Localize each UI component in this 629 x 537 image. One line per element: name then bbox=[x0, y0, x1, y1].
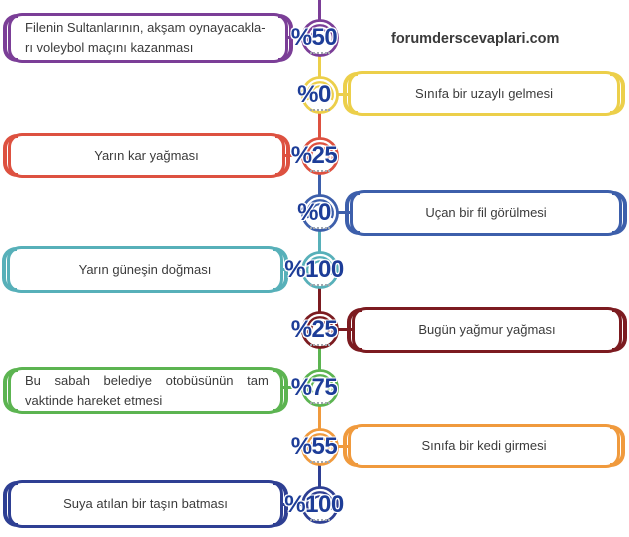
event-text: Yarın kar yağması bbox=[94, 147, 199, 163]
scroll-bracket-decoration bbox=[3, 368, 18, 413]
probability-badge bbox=[297, 365, 343, 411]
spiral-circle-icon bbox=[301, 251, 339, 289]
spiral-circle-icon bbox=[301, 76, 339, 114]
probability-badge bbox=[297, 482, 343, 528]
dotted-answer-line bbox=[310, 519, 330, 521]
event-text: Uçan bir fil görülmesi bbox=[425, 205, 547, 220]
event-text: Filenin Sultanlarının, akşam oynayacakla… bbox=[25, 20, 266, 35]
probability-badge bbox=[297, 247, 343, 293]
chain-segment bbox=[318, 270, 321, 330]
event-box: Uçan bir fil görülmesi bbox=[345, 190, 627, 236]
event-text: Bugün yağmur yağması bbox=[418, 322, 556, 337]
event-box: Yarın güneşin doğması bbox=[2, 246, 288, 293]
chain-segment bbox=[318, 156, 321, 213]
spiral-circle-icon bbox=[301, 486, 339, 524]
probability-value: %75 bbox=[290, 374, 338, 401]
probability-value: %0 bbox=[297, 81, 331, 108]
probability-value: %100 bbox=[284, 256, 344, 283]
dotted-answer-line bbox=[310, 461, 330, 463]
chain-segment bbox=[318, 213, 321, 270]
event-text: Suya atılan bir taşın batması bbox=[63, 496, 228, 511]
dotted-answer-line bbox=[310, 284, 330, 286]
probability-badge bbox=[297, 72, 343, 118]
event-box: Filenin Sultanlarının, akşam oynayacakla… bbox=[3, 13, 293, 63]
connector-line bbox=[286, 36, 304, 39]
event-text: rı voleybol maçını kazanması bbox=[25, 40, 194, 55]
spiral-circle-icon bbox=[301, 19, 339, 57]
probability-value: %0 bbox=[297, 199, 331, 226]
probability-value: %100 bbox=[284, 491, 344, 518]
probability-value: %55 bbox=[290, 433, 338, 460]
probability-badge bbox=[297, 133, 343, 179]
chain-segment bbox=[318, 38, 321, 95]
dotted-answer-line bbox=[310, 170, 330, 172]
spiral-circle-icon bbox=[301, 428, 339, 466]
probability-value: %25 bbox=[290, 316, 338, 343]
spiral-circle-icon bbox=[301, 194, 339, 232]
probability-value: %25 bbox=[290, 142, 338, 169]
event-box: Bu sabah belediye otobüsünün tam vaktind… bbox=[3, 367, 288, 414]
connector-line bbox=[281, 503, 304, 506]
chain-segment bbox=[318, 0, 321, 38]
probability-badge bbox=[297, 15, 343, 61]
event-text: Sınıfa bir uzaylı gelmesi bbox=[414, 85, 553, 101]
event-text: Bu sabah belediye otobüsünün tam bbox=[25, 372, 269, 388]
chain-segment bbox=[318, 95, 321, 156]
connector-line bbox=[281, 386, 304, 389]
chain-segment bbox=[318, 447, 321, 505]
dotted-answer-line bbox=[310, 344, 330, 346]
watermark: forumderscevaplari.com bbox=[391, 31, 560, 47]
connector-line bbox=[334, 211, 352, 214]
chain-segment bbox=[318, 330, 321, 388]
dotted-answer-line bbox=[310, 227, 330, 229]
event-text: Sınıfa bir kedi girmesi bbox=[421, 438, 547, 453]
spiral-circle-icon bbox=[301, 311, 339, 349]
connector-line bbox=[281, 268, 304, 271]
connector-line bbox=[334, 93, 350, 96]
spiral-circle-icon bbox=[301, 369, 339, 407]
event-box: Bugün yağmur yağması bbox=[347, 307, 627, 353]
probability-badge bbox=[297, 190, 343, 236]
connector-line bbox=[334, 445, 350, 448]
event-box: Sınıfa bir kedi girmesi bbox=[343, 424, 625, 468]
probability-value: %50 bbox=[290, 24, 338, 51]
dotted-answer-line bbox=[310, 52, 330, 54]
scroll-bracket-decoration bbox=[3, 14, 18, 62]
probability-badge bbox=[297, 307, 343, 353]
event-box: Suya atılan bir taşın batması bbox=[3, 480, 288, 528]
connector-line bbox=[283, 154, 304, 157]
connector-line bbox=[334, 328, 354, 331]
spiral-circle-icon bbox=[301, 137, 339, 175]
event-box: Yarın kar yağması bbox=[3, 133, 290, 178]
event-text: vaktinde hareket etmesi bbox=[25, 392, 163, 408]
chain-segment bbox=[318, 388, 321, 447]
dotted-answer-line bbox=[310, 109, 330, 111]
event-text: Yarın güneşin doğması bbox=[78, 261, 212, 277]
dotted-answer-line bbox=[310, 402, 330, 404]
probability-badge bbox=[297, 424, 343, 470]
event-box: Sınıfa bir uzaylı gelmesi bbox=[343, 71, 625, 116]
